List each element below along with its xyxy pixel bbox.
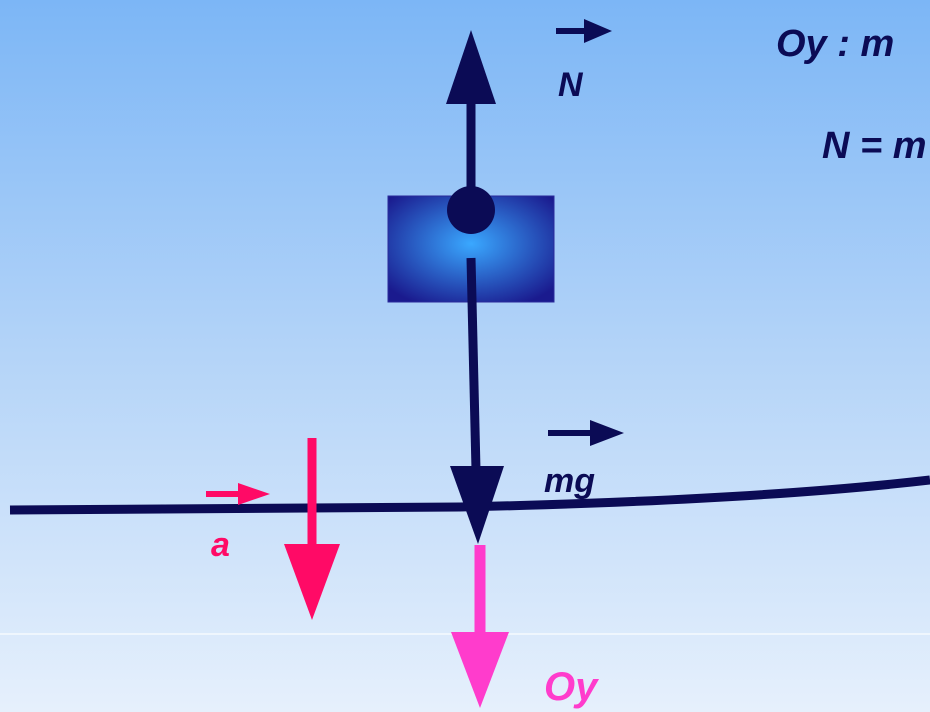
center-of-mass-dot <box>447 186 495 234</box>
mg-vector-mark-icon <box>548 420 624 446</box>
surface-curve <box>9 475 930 515</box>
a-vector-mark-icon <box>206 483 270 505</box>
a-label: a <box>211 526 230 564</box>
n-label: N <box>558 66 584 104</box>
normal-force-arrow <box>446 30 496 210</box>
oy-label: Oy <box>544 665 599 709</box>
equation-line-2: N = m <box>822 125 927 167</box>
equation-line-1: Oy : m <box>776 23 894 65</box>
mg-label: mg <box>544 462 595 500</box>
acceleration-arrow <box>284 438 340 620</box>
oy-axis-arrow <box>451 545 509 708</box>
n-vector-mark-icon <box>556 19 612 43</box>
gravity-force-arrow <box>450 257 504 544</box>
